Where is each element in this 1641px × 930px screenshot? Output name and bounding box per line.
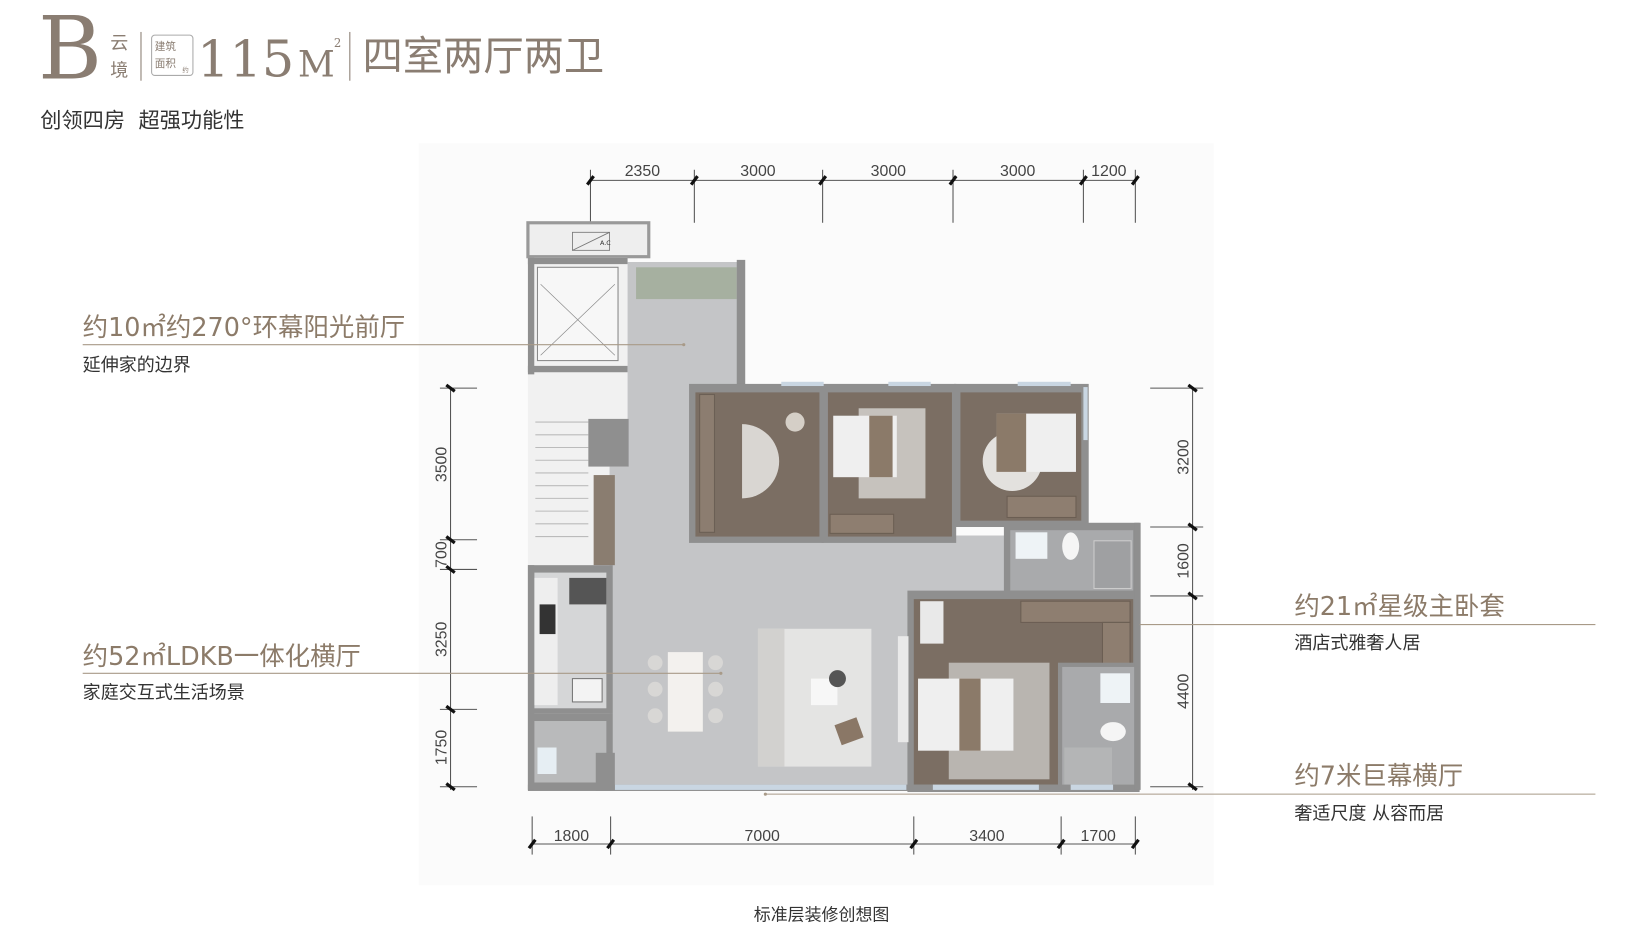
dim-label: 1800 — [554, 828, 590, 845]
dim-label: 3000 — [740, 163, 776, 180]
dim-label: 3000 — [1000, 163, 1036, 180]
dim-label: 3200 — [1175, 439, 1192, 475]
callout-master-suite: 约21㎡星级主卧套 酒店式雅奢人居 — [1139, 591, 1596, 654]
callout-sub: 家庭交互式生活场景 — [83, 683, 245, 704]
dim-label: 700 — [433, 541, 450, 568]
left-dimensions: 3500 700 3250 1750 — [433, 383, 478, 792]
type-name-1: 云 — [110, 33, 128, 54]
callout-title: 约52㎡LDKB一体化横厅 — [83, 641, 361, 671]
callout-sub: 延伸家的边界 — [83, 355, 191, 376]
area-sup: 2 — [334, 36, 341, 50]
caption: 标准层装修创想图 — [754, 904, 890, 924]
floor-plan: A.C — [526, 221, 1141, 793]
dim-label: 3400 — [969, 828, 1005, 845]
bottom-dimensions: 1800 7000 3400 1700 — [527, 816, 1140, 855]
top-dimensions: 2350 3000 3000 3000 1200 — [586, 163, 1140, 223]
dim-label: 1750 — [433, 730, 450, 766]
callout-title: 约7米巨幕横厅 — [1294, 761, 1463, 791]
dim-label: 1700 — [1081, 828, 1117, 845]
corridor — [609, 535, 1013, 600]
header: B 云 境 建筑 面积 约 115 M 2 四室两厅两卫 创领四房 超强功能性 — [38, 0, 604, 132]
callout-sub: 酒店式雅奢人居 — [1294, 633, 1420, 654]
ac-label: A.C — [600, 240, 611, 247]
dining-table — [667, 652, 703, 732]
layout-title: 四室两厅两卫 — [363, 34, 605, 80]
callout-title: 约21㎡星级主卧套 — [1294, 591, 1504, 621]
garden — [636, 267, 737, 300]
area-badge — [151, 34, 194, 76]
ac-platform — [526, 221, 651, 259]
callout-living: 约52㎡LDKB一体化横厅 家庭交互式生活场景 — [83, 641, 723, 704]
dim-label: 4400 — [1175, 673, 1192, 709]
dim-label: 3000 — [871, 163, 907, 180]
area-value: 115 — [197, 29, 294, 88]
dim-label: 2350 — [625, 163, 661, 180]
area-badge-text: 建筑 — [155, 40, 177, 53]
dim-label: 3500 — [433, 447, 450, 483]
right-dimensions: 3200 1600 4400 — [1150, 383, 1204, 792]
tv-wall — [897, 636, 909, 743]
area-badge-text: 约 — [182, 65, 188, 74]
dim-label: 1200 — [1091, 163, 1127, 180]
callout-title: 约10㎡约270°环幕阳光前厅 — [83, 312, 406, 342]
callout-panorama: 约7米巨幕横厅 奢适尺度 从容而居 — [763, 761, 1596, 825]
area-unit: M — [298, 44, 335, 85]
callout-front-hall: 约10㎡约270°环幕阳光前厅 延伸家的边界 — [83, 312, 686, 376]
dim-label: 7000 — [745, 828, 781, 845]
dim-label: 3250 — [433, 622, 450, 658]
stairs — [535, 421, 589, 538]
ac-unit — [572, 231, 610, 251]
type-name-2: 境 — [110, 60, 128, 81]
sofa — [757, 628, 785, 767]
type-letter: B — [38, 0, 102, 100]
dim-label: 1600 — [1175, 543, 1192, 579]
callout-sub: 奢适尺度 从容而居 — [1294, 804, 1444, 825]
subtitle: 创领四房 超强功能性 — [40, 107, 244, 132]
area-badge-text: 面积 — [155, 58, 177, 70]
